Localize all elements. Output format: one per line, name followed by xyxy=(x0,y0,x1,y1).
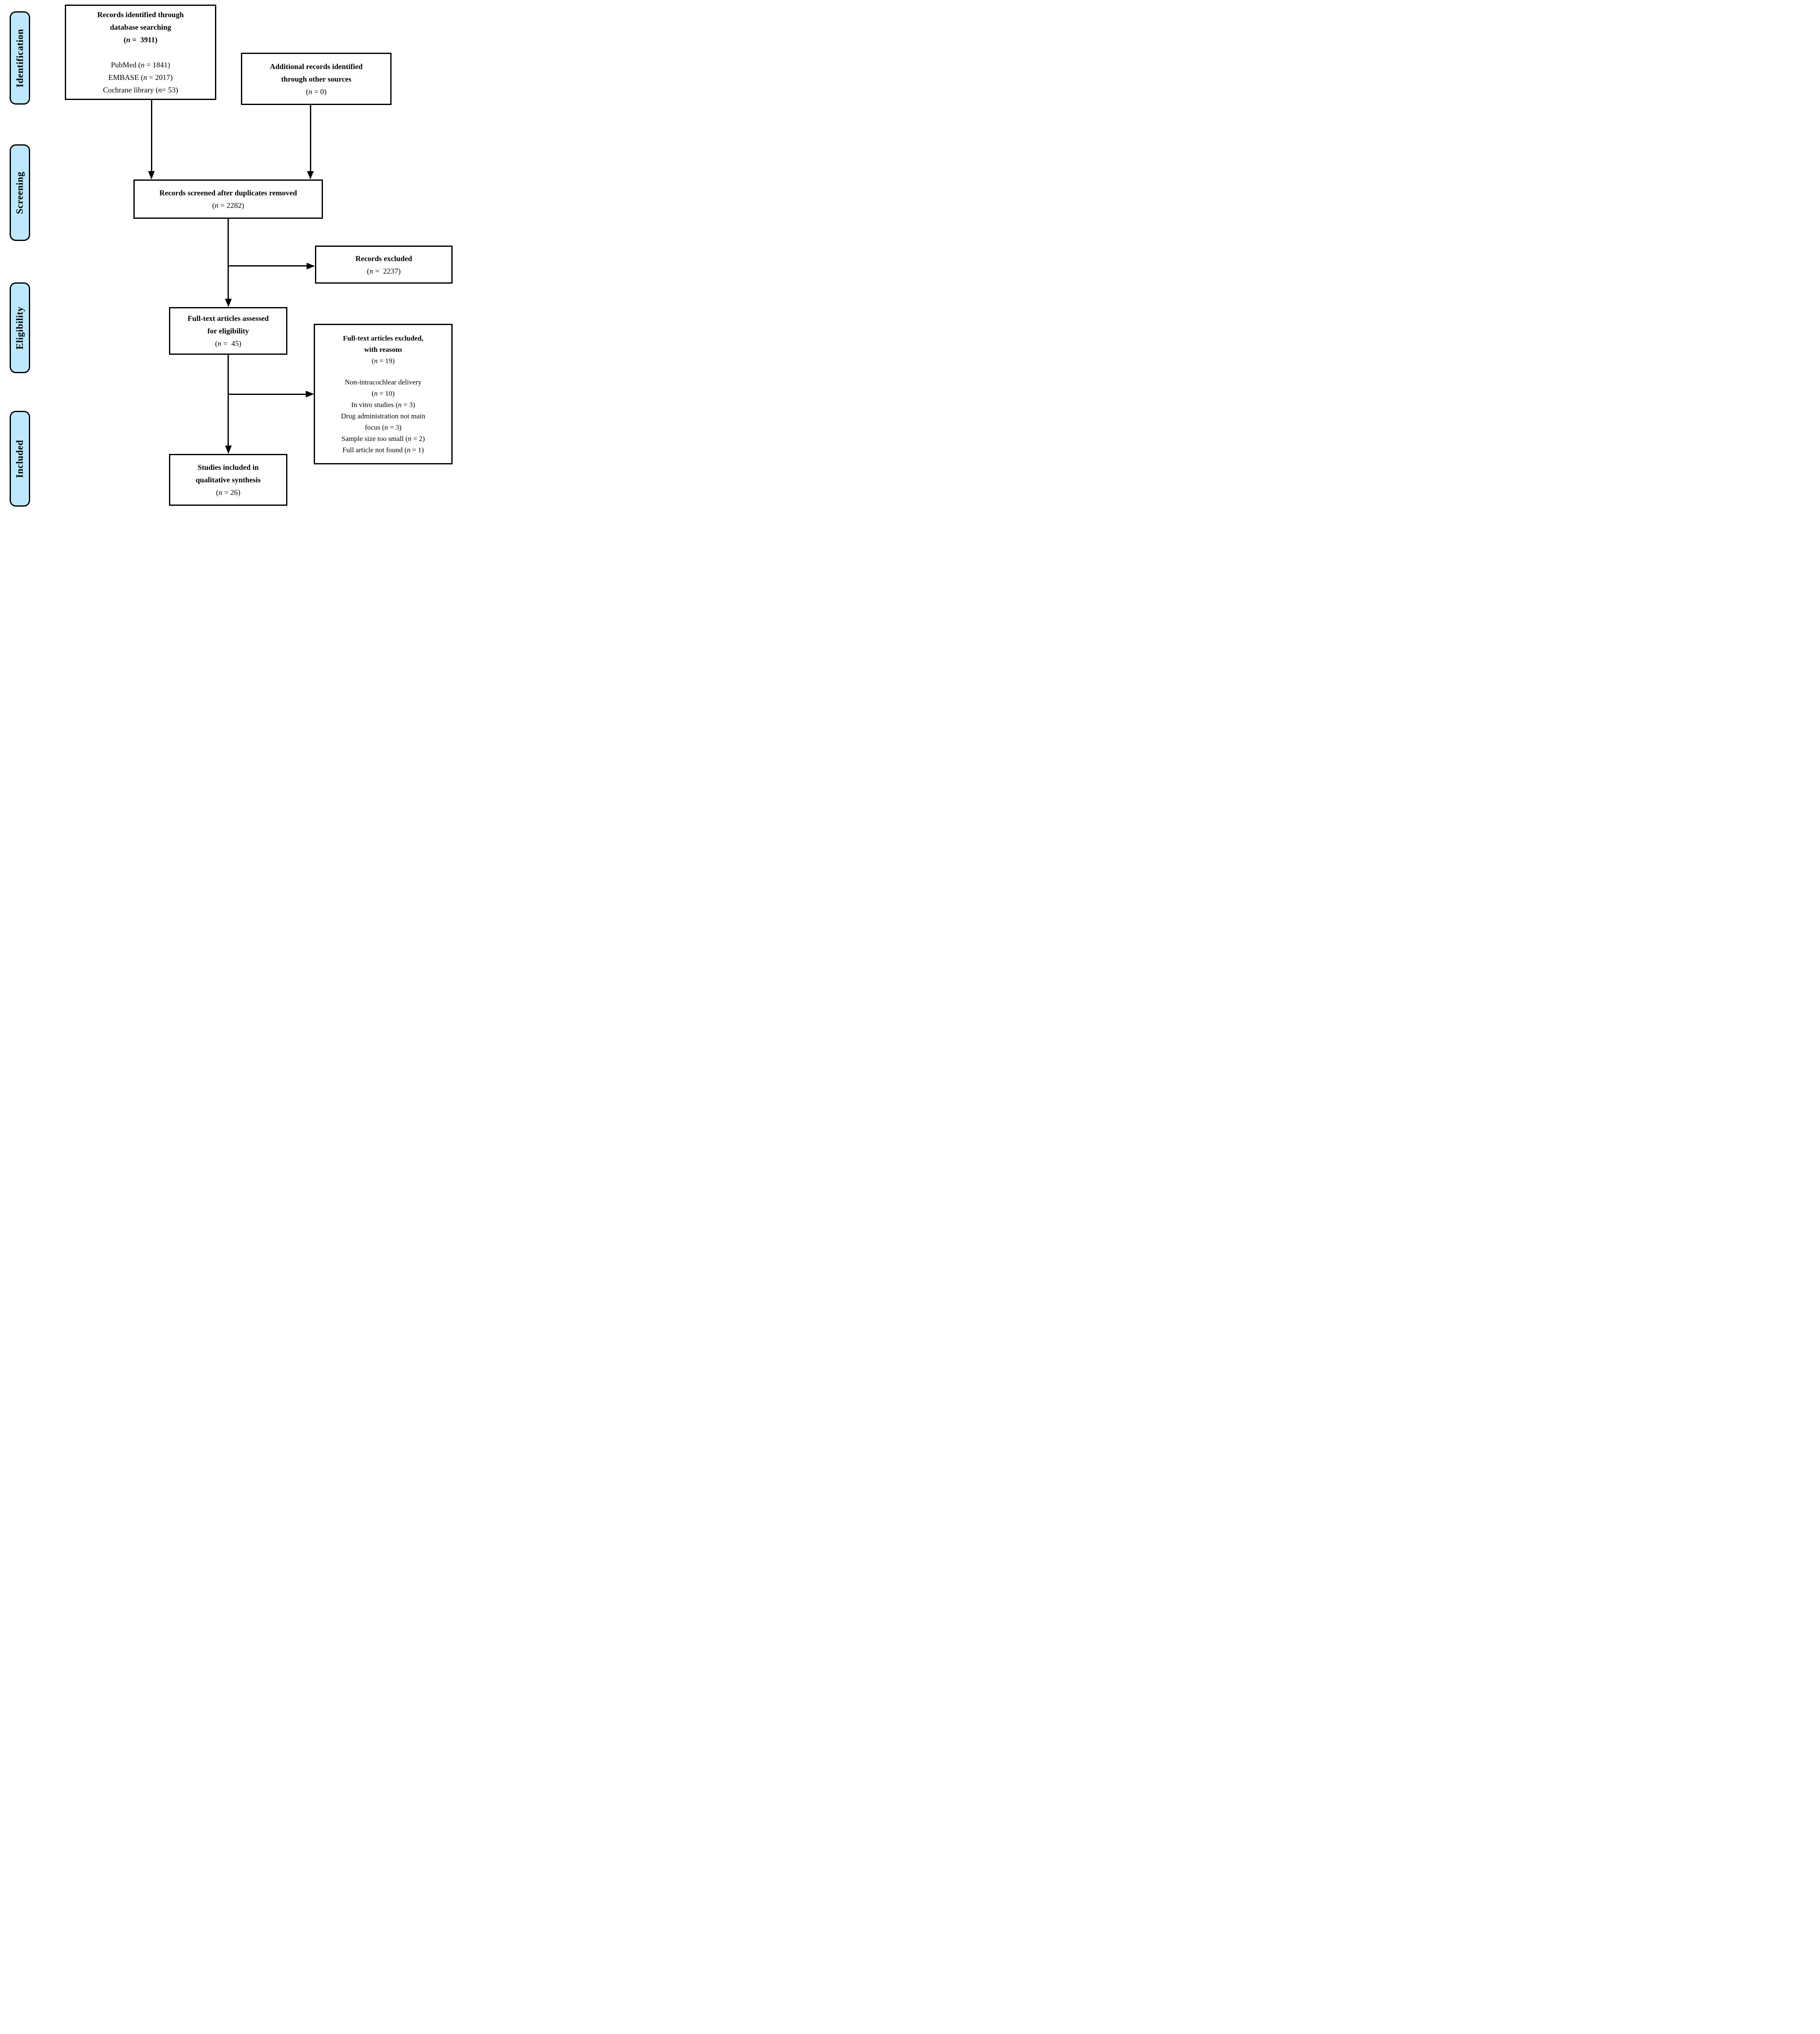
box-records-screened-title: Records screened after duplicates remove… xyxy=(159,189,297,197)
arrow-fulltext-to-included-line xyxy=(228,355,229,446)
box-records-excluded: Records excluded (n = 2237) xyxy=(315,246,453,284)
arrow-fulltext-to-included-head-icon xyxy=(225,446,232,454)
stage-screening-label: Screening xyxy=(14,171,25,214)
prisma-flow-diagram: Identification Screening Eligibility Inc… xyxy=(0,0,455,509)
arrow-identified-to-screened-line xyxy=(151,100,152,172)
box-fulltext-excluded-title: Full-text articles excluded,with reasons xyxy=(343,334,424,354)
box-studies-included-count: (n = 26) xyxy=(216,488,241,497)
stage-included-label: Included xyxy=(14,440,25,478)
arrow-additional-to-screened-head-icon xyxy=(307,171,314,179)
arrow-identified-to-screened-head-icon xyxy=(148,171,155,179)
box-fulltext-assessed-count: (n = 45) xyxy=(215,339,241,348)
box-fulltext-excluded-reasons: Non-intracochlear delivery(n = 10)In vit… xyxy=(341,378,425,454)
box-records-identified-sources: PubMed (n = 1841)EMBASE (n = 2017)Cochra… xyxy=(103,61,178,94)
box-records-screened-count: (n = 2282) xyxy=(212,201,244,210)
stage-included: Included xyxy=(10,411,30,507)
arrow-screened-to-excluded-head-icon xyxy=(307,262,315,269)
box-records-excluded-count: (n = 2237) xyxy=(367,266,401,275)
stage-eligibility-label: Eligibility xyxy=(14,306,25,349)
stage-screening: Screening xyxy=(10,144,30,241)
box-records-screened: Records screened after duplicates remove… xyxy=(133,179,323,219)
stage-eligibility: Eligibility xyxy=(10,282,30,373)
arrow-screened-to-fulltext-head-icon xyxy=(225,299,232,307)
box-fulltext-excluded-count: (n = 19) xyxy=(371,357,395,365)
stage-identification: Identification xyxy=(10,11,30,105)
arrow-fulltext-to-excluded-line xyxy=(228,393,306,395)
arrow-screened-to-excluded-line xyxy=(228,265,307,266)
arrow-additional-to-screened-line xyxy=(310,105,311,172)
box-fulltext-excluded: Full-text articles excluded,with reasons… xyxy=(314,324,453,464)
arrow-screened-to-fulltext-line xyxy=(228,219,229,300)
arrow-fulltext-to-excluded-head-icon xyxy=(305,391,314,397)
box-records-excluded-title: Records excluded xyxy=(355,254,412,263)
stage-identification-label: Identification xyxy=(14,28,25,87)
box-additional-records-count: (n = 0) xyxy=(306,87,327,96)
